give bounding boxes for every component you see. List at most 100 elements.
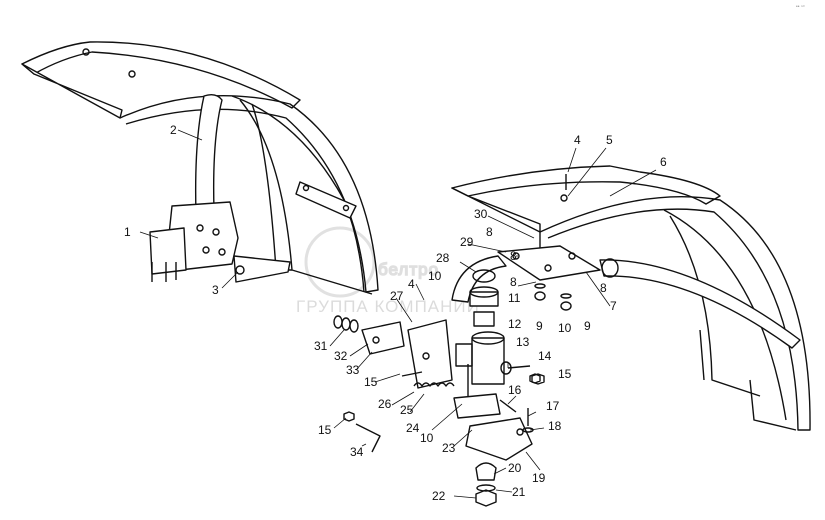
lever-19 [465, 417, 533, 461]
watermark-logo-ring [304, 226, 376, 298]
left-clamp-arm [233, 255, 291, 283]
watermark-subtitle: ГРУППА КОМПАНИЙ [296, 297, 480, 316]
cap-20 [475, 462, 497, 481]
callout-19: 19 [532, 471, 546, 485]
callout-7: 7 [610, 299, 617, 313]
callout-21: 21 [512, 485, 526, 499]
callout-33: 33 [346, 363, 360, 377]
nut-9-a [534, 291, 546, 301]
callout-26: 26 [378, 397, 392, 411]
bolt-26 [401, 371, 423, 377]
left-bracket-hole-c [202, 246, 210, 254]
callout-20: 20 [508, 461, 522, 475]
bracket-27-hole [422, 352, 430, 360]
nut-15-right [529, 373, 541, 384]
callout-28: 28 [436, 251, 450, 265]
mounting-plate-hole-c [568, 252, 576, 260]
washer-21 [476, 484, 496, 492]
callout-10-b: 10 [558, 321, 572, 335]
left-fender-front-lip [21, 63, 123, 119]
nut-15-left [343, 411, 355, 422]
washer-8-b [560, 293, 572, 299]
bushing-10 [472, 269, 496, 283]
right-tube-end [601, 258, 619, 278]
callout-labels: 1 2 3 4 5 6 7 8 8 8 8 9 9 10 10 10 11 12… [124, 123, 667, 503]
bushing-11 [469, 291, 499, 307]
callout-3: 3 [212, 283, 219, 297]
watermark-brand: белтро [378, 260, 439, 279]
callout-15-b: 15 [558, 367, 572, 381]
callout-5: 5 [606, 133, 613, 147]
callout-8-d: 8 [600, 281, 607, 295]
left-bracket-plate [149, 227, 187, 275]
callout-14: 14 [538, 349, 552, 363]
mounting-plate-hole-b [544, 264, 552, 272]
plate-32-hole [372, 336, 380, 344]
callout-15-a: 15 [364, 375, 378, 389]
callout-8-b: 8 [510, 249, 517, 263]
left-bracket-foot [151, 262, 177, 282]
left-fender-bolt-b [128, 70, 136, 78]
bracket-27 [407, 319, 453, 389]
washer-18 [522, 427, 534, 433]
callout-34: 34 [350, 445, 364, 459]
left-fender-inner-skirt [239, 99, 373, 295]
bushing-11-top [469, 286, 499, 298]
spring-25 [413, 382, 455, 387]
left-fender-bolt-d [342, 204, 350, 212]
left-fender-bolt-c [302, 184, 310, 192]
watermark: белтро ГРУППА КОМПАНИЙ [296, 226, 480, 316]
ring-31-b [341, 317, 351, 331]
callout-22: 22 [432, 489, 446, 503]
callout-4-mid: 4 [408, 277, 415, 291]
left-fender-assembly [21, 41, 379, 295]
right-fender-top [451, 165, 721, 205]
callout-24: 24 [406, 421, 420, 435]
corner-mark: •• ⁿᵒ [796, 4, 805, 10]
left-fender-mount-strip [295, 181, 357, 219]
left-fender-arc-inner [231, 95, 365, 293]
callout-13: 13 [516, 335, 530, 349]
right-fender-skirt-2 [699, 329, 797, 431]
nut-9-b [560, 301, 572, 311]
bracket-23 [453, 393, 501, 419]
leader-lines [139, 129, 657, 499]
right-fender-arc-inner [663, 209, 787, 421]
callout-18: 18 [548, 419, 562, 433]
callout-2: 2 [170, 123, 177, 137]
left-fender-inner-skirt-2 [251, 103, 292, 271]
right-support-tube [599, 259, 801, 349]
callout-32: 32 [334, 349, 348, 363]
callout-1: 1 [124, 225, 131, 239]
callout-23: 23 [442, 441, 456, 455]
callout-12: 12 [508, 317, 522, 331]
callout-15-c: 15 [318, 423, 332, 437]
callout-10-c: 10 [420, 431, 434, 445]
callout-4-top: 4 [574, 133, 581, 147]
callout-27: 27 [390, 289, 404, 303]
hinge-body [471, 337, 505, 385]
callout-11: 11 [508, 291, 521, 305]
right-fender-assembly [451, 165, 811, 431]
lever-19-hole [516, 428, 524, 436]
callout-6: 6 [660, 155, 667, 169]
left-bracket-hole-a [196, 224, 204, 232]
nut-22 [475, 489, 497, 507]
right-fender-front-lip [451, 187, 541, 233]
callout-16: 16 [508, 383, 522, 397]
callout-9-a: 9 [536, 319, 543, 333]
pin-16 [499, 399, 517, 413]
plate-32 [361, 321, 405, 355]
callout-9-b: 9 [584, 319, 591, 333]
hinge-body-ear [455, 343, 473, 367]
hinge-assembly [139, 129, 657, 507]
callout-29: 29 [460, 235, 474, 249]
callout-30: 30 [474, 207, 488, 221]
key-34 [355, 423, 381, 453]
ring-31-a [333, 315, 343, 329]
callout-25: 25 [400, 403, 414, 417]
hinge-body-top [471, 331, 505, 345]
left-bracket-hole-b [212, 228, 220, 236]
callout-8-a: 8 [486, 225, 493, 239]
